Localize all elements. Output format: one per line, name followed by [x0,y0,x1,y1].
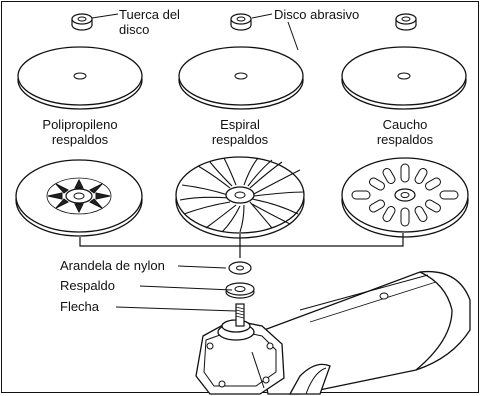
polypropylene-backing-pad [15,159,143,237]
disc-nut-label-line2: disco [119,22,150,37]
rubber-backing-pad [341,157,469,238]
rubber-backing-label-line1: Caucho [382,117,428,132]
bracket-lines [79,233,404,258]
rubber-backing-label-line2: respaldos [376,132,434,147]
nylon-washer-label: Arandela de nylon [60,258,165,273]
angle-grinder [195,270,471,395]
leader-lines [91,13,299,312]
disc-nut-label-line1: Tuerca del [119,7,180,22]
backing-plate [225,282,255,299]
spiral-backing-label-line2: respaldos [211,132,269,147]
abrasive-disc-middle [178,46,304,110]
spiral-backing-label-line1: Espiral [220,117,260,132]
disc-nut-right [395,13,417,31]
abrasive-disc-label: Disco abrasivo [274,7,360,22]
polypropylene-backing-label-line2: respaldos [51,132,109,147]
spiral-backing-pad [175,156,305,239]
backing-plate-label: Respaldo [60,278,115,293]
disc-nut-middle [230,13,252,31]
abrasive-disc-left [17,46,143,110]
polypropylene-backing-label-line1: Polipropileno [42,117,118,132]
nylon-washer [228,261,252,275]
spindle-label: Flecha [60,299,100,314]
abrasive-disc-right [341,46,467,110]
disc-nut-left [71,13,93,31]
